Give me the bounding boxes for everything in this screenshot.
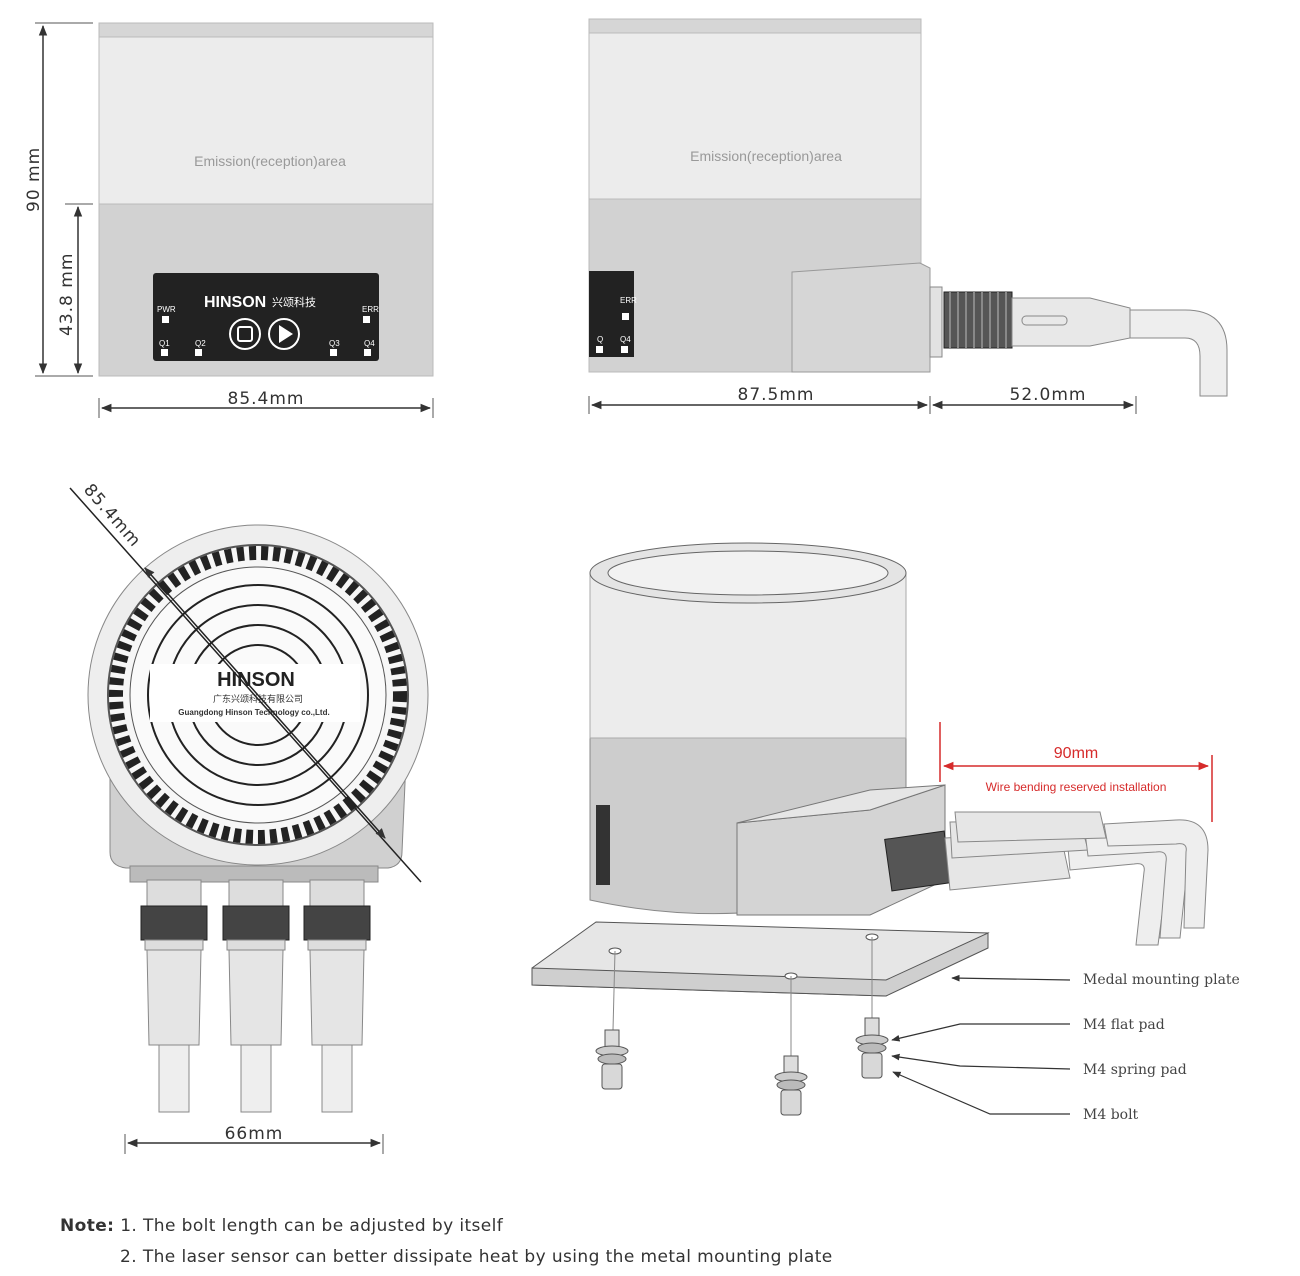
callout-leader-flat-pad bbox=[891, 1023, 1070, 1042]
led-q4-indicator bbox=[364, 349, 371, 356]
dim-label-diameter: 85.4mm bbox=[79, 480, 145, 551]
side-cable-gland bbox=[929, 286, 943, 358]
led-q2-indicator bbox=[195, 349, 202, 356]
front-area-label: Emission(reception)area bbox=[194, 153, 346, 169]
front-brand-logo: HINSON bbox=[204, 294, 266, 311]
side-led-q-label: Q bbox=[597, 335, 603, 344]
callout-leader-plate bbox=[951, 974, 1071, 982]
led-q1-indicator bbox=[161, 349, 168, 356]
stop-icon bbox=[229, 318, 261, 350]
led-q3-label: Q3 bbox=[329, 339, 340, 348]
callout-leader-spring-pad bbox=[891, 1053, 1071, 1070]
front-brand-cn: 兴颂科技 bbox=[272, 295, 316, 309]
top-cable-2 bbox=[222, 879, 290, 1113]
iso-bolt-3 bbox=[855, 937, 889, 1079]
iso-bolt-1 bbox=[595, 950, 629, 1090]
side-connector-slot bbox=[1021, 315, 1068, 326]
iso-housing-top bbox=[736, 784, 946, 824]
side-body-upper bbox=[588, 18, 922, 200]
note-text-1: 1. The bolt length can be adjusted by it… bbox=[120, 1216, 504, 1236]
callout-bolt-label: M4 bolt bbox=[1083, 1107, 1139, 1123]
side-connector-housing bbox=[791, 262, 931, 373]
dim-label-43-8mm: 43.8 mm bbox=[57, 253, 77, 336]
play-icon bbox=[268, 318, 300, 350]
top-view: HINSON 广东兴颂科技有限公司 Guangdong Hinson Techn… bbox=[69, 480, 429, 1154]
front-control-panel bbox=[153, 273, 379, 361]
note-line-2: 2. The laser sensor can better dissipate… bbox=[120, 1247, 833, 1267]
iso-plate-edge bbox=[531, 932, 989, 997]
led-err-indicator bbox=[363, 316, 370, 323]
led-q2-label: Q2 bbox=[195, 339, 206, 348]
iso-cylinder-window bbox=[607, 550, 889, 596]
reserve-label: Wire bending reserved installation bbox=[986, 780, 1167, 794]
led-pwr-indicator bbox=[162, 316, 169, 323]
iso-side-panel bbox=[596, 805, 610, 885]
dim-label-90mm: 90 mm bbox=[24, 147, 44, 212]
side-connector-body bbox=[1011, 297, 1131, 347]
front-body-upper bbox=[98, 22, 434, 205]
callout-flat-pad-label: M4 flat pad bbox=[1083, 1017, 1165, 1033]
iso-view: 90mm Wire bending reserved installation bbox=[531, 542, 1240, 1123]
top-company-en: Guangdong Hinson Technology co.,Ltd. bbox=[178, 708, 329, 717]
dim-line-diameter bbox=[144, 567, 386, 839]
note-line-1: Note: 1. The bolt length can be adjusted… bbox=[60, 1216, 503, 1236]
iso-cable-3 bbox=[954, 811, 1209, 929]
note-text-2: 2. The laser sensor can better dissipate… bbox=[120, 1247, 833, 1267]
side-area-label: Emission(reception)area bbox=[690, 148, 842, 164]
led-pwr-label: PWR bbox=[157, 305, 176, 314]
side-led-q-indicator bbox=[596, 346, 603, 353]
dim-label-90mm-reserve: 90mm bbox=[1054, 745, 1098, 762]
top-brand-logo: HINSON bbox=[217, 669, 295, 691]
front-view: Emission(reception)area HINSON 兴颂科技 PWR … bbox=[24, 22, 434, 418]
side-cable bbox=[1129, 309, 1228, 397]
top-cable-3 bbox=[303, 879, 371, 1113]
note-prefix: Note: bbox=[60, 1216, 115, 1236]
callout-spring-pad-label: M4 spring pad bbox=[1083, 1062, 1187, 1078]
dim-label-66mm: 66mm bbox=[225, 1124, 284, 1144]
led-q3-indicator bbox=[330, 349, 337, 356]
dim-label-87-5mm: 87.5mm bbox=[738, 385, 815, 405]
led-err-label: ERR bbox=[362, 305, 379, 314]
side-led-err-indicator bbox=[622, 313, 629, 320]
dim-label-85-4mm: 85.4mm bbox=[228, 389, 305, 409]
side-connector-knurl bbox=[943, 291, 1013, 349]
side-view: Emission(reception)area ERR Q Q4 87.5mm … bbox=[588, 18, 1228, 414]
led-q4-label: Q4 bbox=[364, 339, 375, 348]
iso-bolt-2 bbox=[774, 976, 808, 1116]
side-led-q4-indicator bbox=[621, 346, 628, 353]
front-top-strip bbox=[98, 22, 434, 38]
side-knurl-lines bbox=[949, 292, 1007, 348]
side-led-q4-label: Q4 bbox=[620, 335, 631, 344]
led-q1-label: Q1 bbox=[159, 339, 170, 348]
side-top-strip bbox=[588, 18, 922, 34]
top-cable-1 bbox=[140, 879, 208, 1113]
side-led-err-label: ERR bbox=[620, 296, 637, 305]
dim-label-52mm: 52.0mm bbox=[1010, 385, 1087, 405]
callout-leader-bolt bbox=[892, 1071, 1070, 1115]
callout-plate-label: Medal mounting plate bbox=[1083, 972, 1240, 988]
